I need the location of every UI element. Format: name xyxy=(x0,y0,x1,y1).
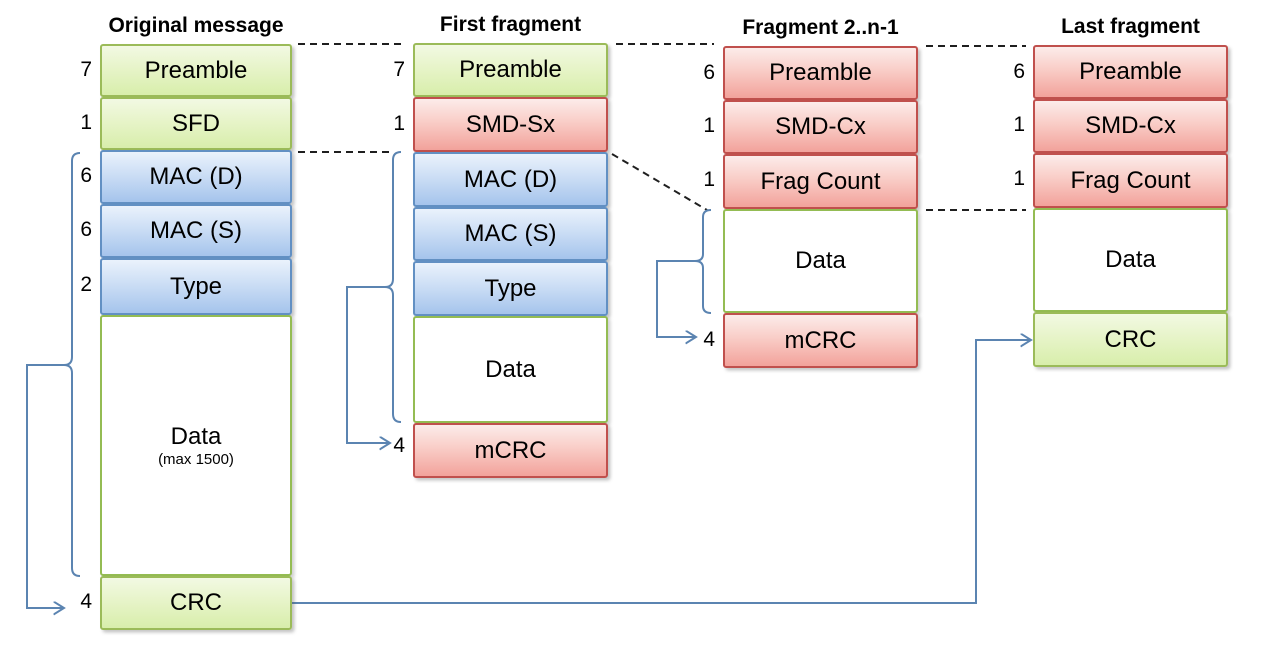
brace-middle-fragment-mcrc-span xyxy=(694,209,712,314)
column-first-fragment: First fragment Preamble SMD-Sx MAC (D) M… xyxy=(393,13,608,478)
field-label: Data xyxy=(1105,246,1156,273)
field-label: SFD xyxy=(172,109,220,137)
field-type: Type xyxy=(100,258,292,315)
field-data: Data xyxy=(1033,208,1228,312)
byte-count: 4 xyxy=(393,434,405,457)
field-mac-destination: MAC (D) xyxy=(413,152,608,207)
field-label: Preamble xyxy=(459,56,562,83)
arrow-first-fragment-mcrc-coverage xyxy=(346,286,390,443)
byte-count: 6 xyxy=(80,218,92,241)
arrow-middle-fragment-mcrc-coverage xyxy=(656,260,696,337)
field-mac-source: MAC (S) xyxy=(413,207,608,261)
byte-count: 4 xyxy=(703,328,715,351)
byte-count: 1 xyxy=(393,112,405,135)
field-label: Type xyxy=(169,272,223,300)
field-mcrc: mCRC xyxy=(413,423,608,478)
field-label: SMD-Cx xyxy=(775,113,866,140)
field-smd-sx: SMD-Sx xyxy=(413,97,608,152)
field-label: CRC xyxy=(1104,325,1157,353)
field-mac-source: MAC (S) xyxy=(100,204,292,258)
arrow-original-crc-to-last-fragment-crc xyxy=(292,340,1031,604)
column-title: First fragment xyxy=(439,13,582,36)
field-label: mCRC xyxy=(784,326,857,354)
field-label: mCRC xyxy=(474,436,547,464)
field-data: Data (max 1500) xyxy=(100,315,292,576)
byte-count: 1 xyxy=(703,114,715,137)
column-title: Last fragment xyxy=(1061,15,1200,38)
field-label: MAC (D) xyxy=(463,165,558,193)
field-sfd: SFD xyxy=(100,97,292,150)
byte-count: 1 xyxy=(703,168,715,191)
field-label: SMD-Cx xyxy=(1085,112,1176,139)
field-frag-count: Frag Count xyxy=(1033,153,1228,208)
field-label: Preamble xyxy=(144,56,248,84)
column-title: Original message xyxy=(108,14,284,37)
field-preamble: Preamble xyxy=(1033,45,1228,99)
field-label: CRC xyxy=(170,589,222,616)
field-crc: CRC xyxy=(100,576,292,630)
field-label: Data xyxy=(170,422,222,450)
column-last-fragment: Last fragment Preamble SMD-Cx Frag Count… xyxy=(1013,15,1228,367)
field-mcrc: mCRC xyxy=(723,313,918,368)
field-sublabel: (max 1500) xyxy=(158,450,234,468)
field-smd-cx: SMD-Cx xyxy=(1033,99,1228,153)
column-original-message: Original message Preamble SFD MAC (D) MA… xyxy=(80,14,292,630)
field-label: SMD-Sx xyxy=(465,110,556,138)
field-frag-count: Frag Count xyxy=(723,154,918,209)
field-preamble: Preamble xyxy=(100,44,292,97)
field-label: Frag Count xyxy=(1070,166,1191,194)
byte-count: 7 xyxy=(80,58,92,81)
byte-count: 6 xyxy=(80,164,92,187)
byte-count: 7 xyxy=(393,58,405,81)
field-label: MAC (S) xyxy=(464,220,557,247)
byte-count: 1 xyxy=(80,111,92,134)
field-preamble: Preamble xyxy=(723,46,918,100)
field-label: MAC (S) xyxy=(150,217,242,244)
field-label: MAC (D) xyxy=(149,163,243,190)
byte-count: 6 xyxy=(1013,60,1025,83)
field-preamble: Preamble xyxy=(413,43,608,97)
byte-count: 1 xyxy=(1013,113,1025,136)
byte-count: 4 xyxy=(80,590,92,613)
field-mac-destination: MAC (D) xyxy=(100,150,292,204)
field-data: Data xyxy=(723,209,918,313)
brace-first-fragment-mcrc-span xyxy=(384,151,402,423)
field-label: Type xyxy=(484,274,537,302)
field-label: Preamble xyxy=(769,59,872,86)
field-data: Data xyxy=(413,316,608,423)
arrow-original-crc-coverage xyxy=(26,364,64,608)
field-type: Type xyxy=(413,261,608,316)
column-title: Fragment 2..n-1 xyxy=(742,16,899,39)
byte-count: 2 xyxy=(80,273,92,296)
byte-count: 6 xyxy=(703,61,715,84)
byte-count: 1 xyxy=(1013,167,1025,190)
field-label: Data xyxy=(795,247,846,274)
field-label: Preamble xyxy=(1079,58,1182,85)
column-middle-fragment: Fragment 2..n-1 Preamble SMD-Cx Frag Cou… xyxy=(703,16,918,368)
field-smd-cx: SMD-Cx xyxy=(723,100,918,154)
field-label: Data xyxy=(485,355,536,383)
field-crc: CRC xyxy=(1033,312,1228,367)
field-label: Frag Count xyxy=(760,167,881,195)
